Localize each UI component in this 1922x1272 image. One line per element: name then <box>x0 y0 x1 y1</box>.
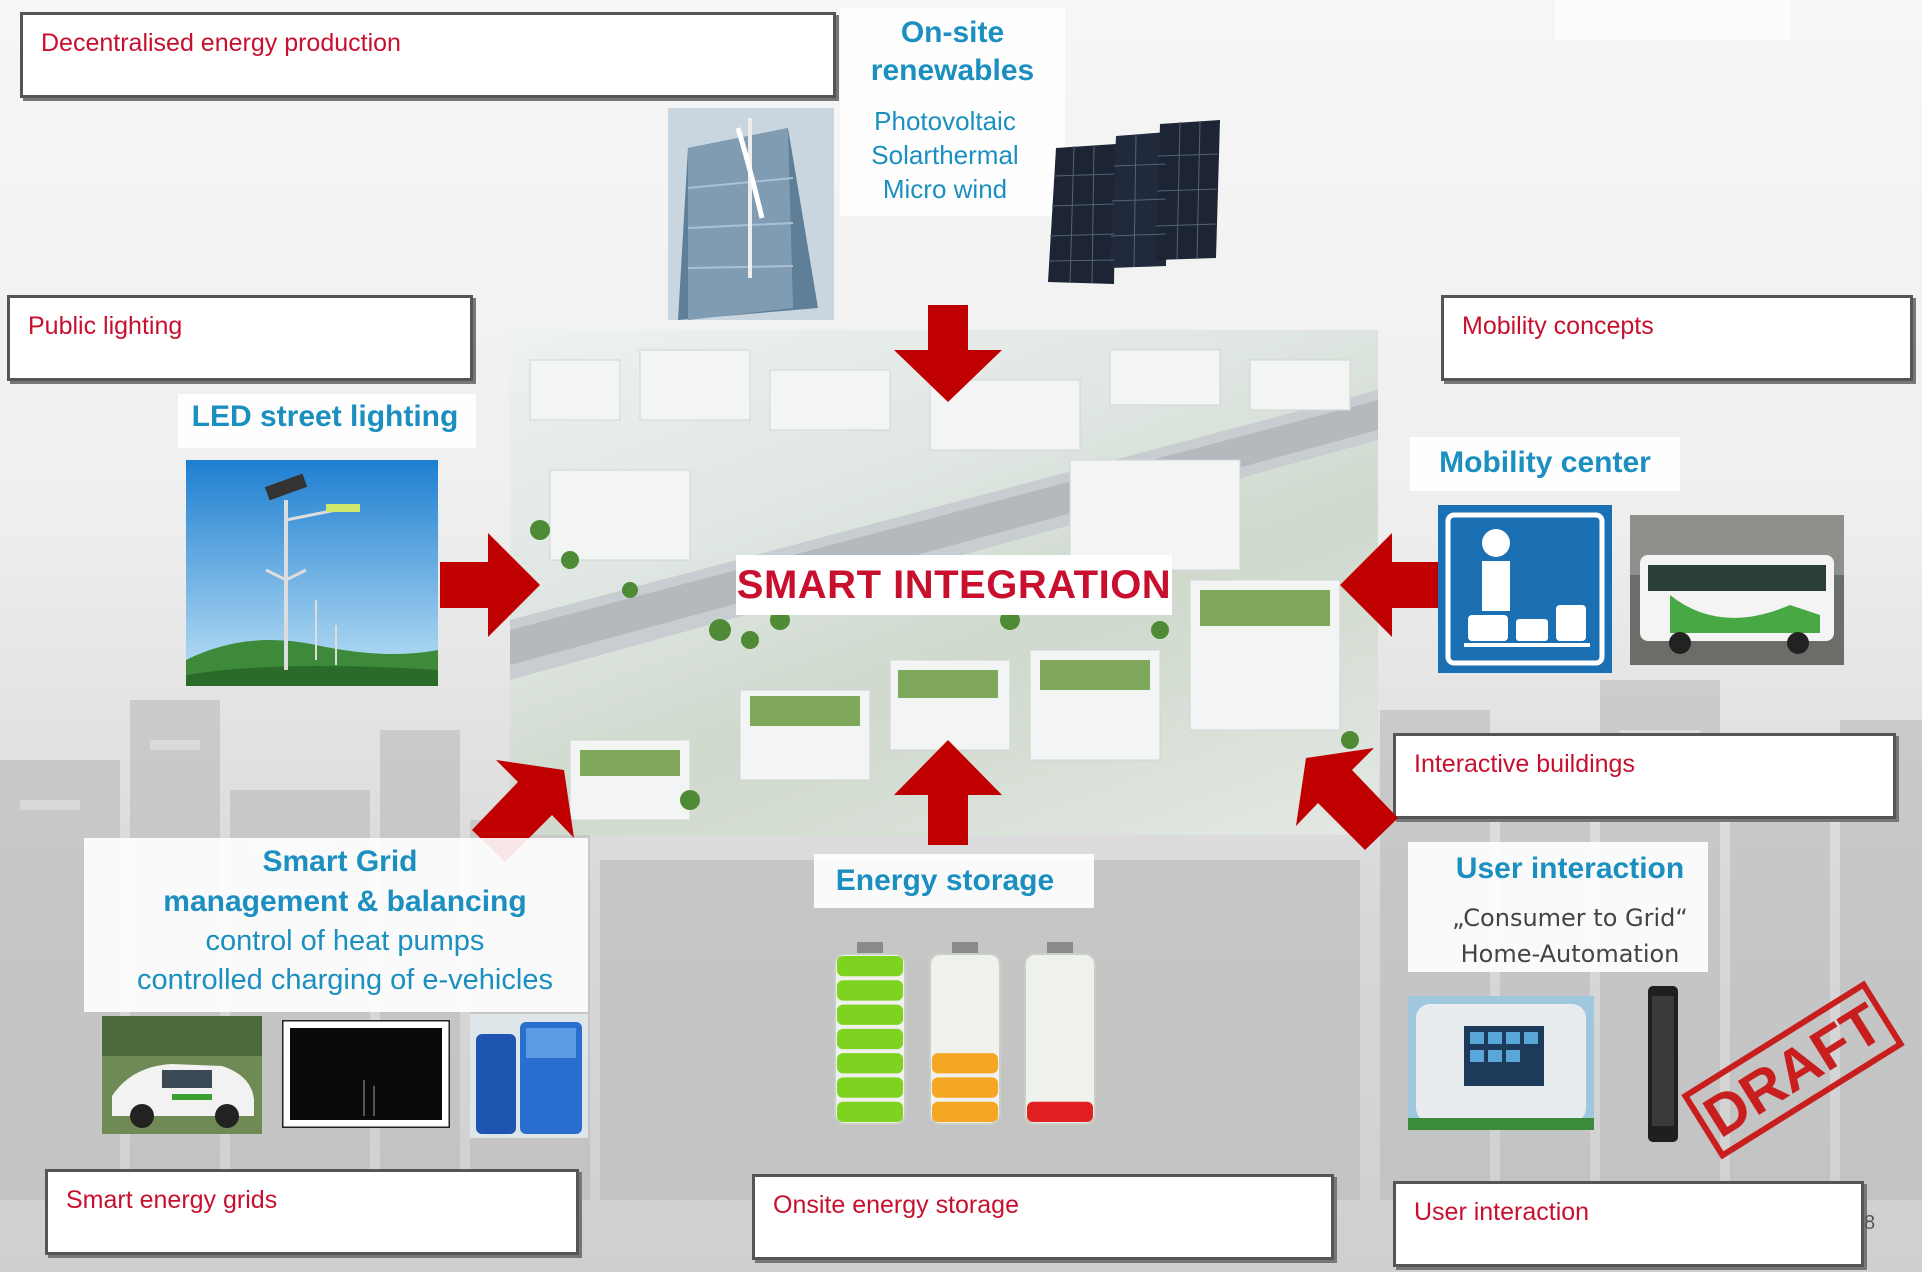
mobility-concepts-label: Mobility concepts <box>1462 312 1654 340</box>
smartgrid-line-heat-pumps: control of heat pumps <box>205 925 485 957</box>
user-interaction-box-label: User interaction <box>1414 1198 1590 1226</box>
led-panel <box>178 394 476 448</box>
onsite-energy-storage-label: Onsite energy storage <box>773 1191 1019 1219</box>
onsite-item-photovoltaic: Photovoltaic <box>874 106 1016 136</box>
storage-title: Energy storage <box>835 864 1055 897</box>
public-lighting-box: Public lighting <box>7 295 473 381</box>
onsite-panel <box>840 8 1065 216</box>
electric-bus-image <box>1630 515 1844 665</box>
battery-full-icon <box>834 942 906 1125</box>
heat-pump-units-image <box>470 1014 588 1138</box>
arrow-diagonal-from-user <box>1296 748 1398 850</box>
battery-medium-icon <box>929 942 1001 1125</box>
user-title: User interaction <box>1455 852 1685 885</box>
interactive-buildings-box: Interactive buildings <box>1393 733 1896 819</box>
storage-panel <box>814 854 1094 908</box>
home-automation-panel-image <box>1408 996 1594 1130</box>
arrow-up-from-storage <box>894 740 1002 845</box>
mobility-panel <box>1410 437 1680 491</box>
interactive-buildings-label: Interactive buildings <box>1414 750 1635 778</box>
user-panel <box>1408 842 1708 972</box>
smart-integration-title: SMART INTEGRATION <box>736 555 1172 615</box>
user-line-consumer-to-grid: „Consumer to Grid“ <box>1452 904 1688 932</box>
page-number: 8 <box>1864 1212 1876 1234</box>
arrow-diagonal-from-smartgrid <box>472 760 574 862</box>
arrow-left-from-mobility <box>1340 533 1440 637</box>
solar-panels-image <box>1048 120 1220 284</box>
onsite-item-solarthermal: Solarthermal <box>871 140 1019 170</box>
mobility-info-sign-icon <box>1438 505 1612 673</box>
smartgrid-title-2: management & balancing <box>163 885 527 918</box>
onsite-energy-storage-box: Onsite energy storage <box>752 1174 1334 1260</box>
faint-logo-area <box>1555 0 1790 40</box>
wind-turbine-building-image <box>668 108 834 320</box>
led-title: LED street lighting <box>191 400 459 433</box>
public-lighting-label: Public lighting <box>28 312 183 340</box>
battery-levels-image <box>834 942 1096 1125</box>
smart-energy-grids-box: Smart energy grids <box>45 1169 579 1255</box>
user-interaction-box: User interaction <box>1393 1181 1864 1267</box>
user-line-home-automation: Home-Automation <box>1460 940 1680 968</box>
draft-stamp: DRAFT <box>1681 980 1905 1160</box>
smartphone-image <box>1648 986 1678 1142</box>
smart-energy-grids-label: Smart energy grids <box>66 1186 278 1214</box>
decentralised-energy-label: Decentralised energy production <box>41 29 401 57</box>
arrow-down-from-renewables <box>894 305 1002 402</box>
mobility-title: Mobility center <box>1439 446 1651 479</box>
smartgrid-panel <box>84 838 588 1012</box>
battery-low-icon <box>1024 942 1096 1125</box>
onsite-title-2: renewables <box>870 54 1035 87</box>
onsite-item-microwind: Micro wind <box>882 174 1008 204</box>
smartgrid-title-1: Smart Grid <box>262 845 418 878</box>
electric-car-image <box>102 1016 262 1134</box>
onsite-title-1: On-site <box>900 16 1005 49</box>
decentralised-energy-box: Decentralised energy production <box>20 12 836 98</box>
heat-pump-control-screen-image <box>282 1020 450 1128</box>
mobility-concepts-box: Mobility concepts <box>1441 295 1913 381</box>
smartgrid-line-charging: controlled charging of e-vehicles <box>137 964 553 996</box>
arrow-right-from-lighting <box>440 533 540 637</box>
street-light-image <box>186 460 438 686</box>
